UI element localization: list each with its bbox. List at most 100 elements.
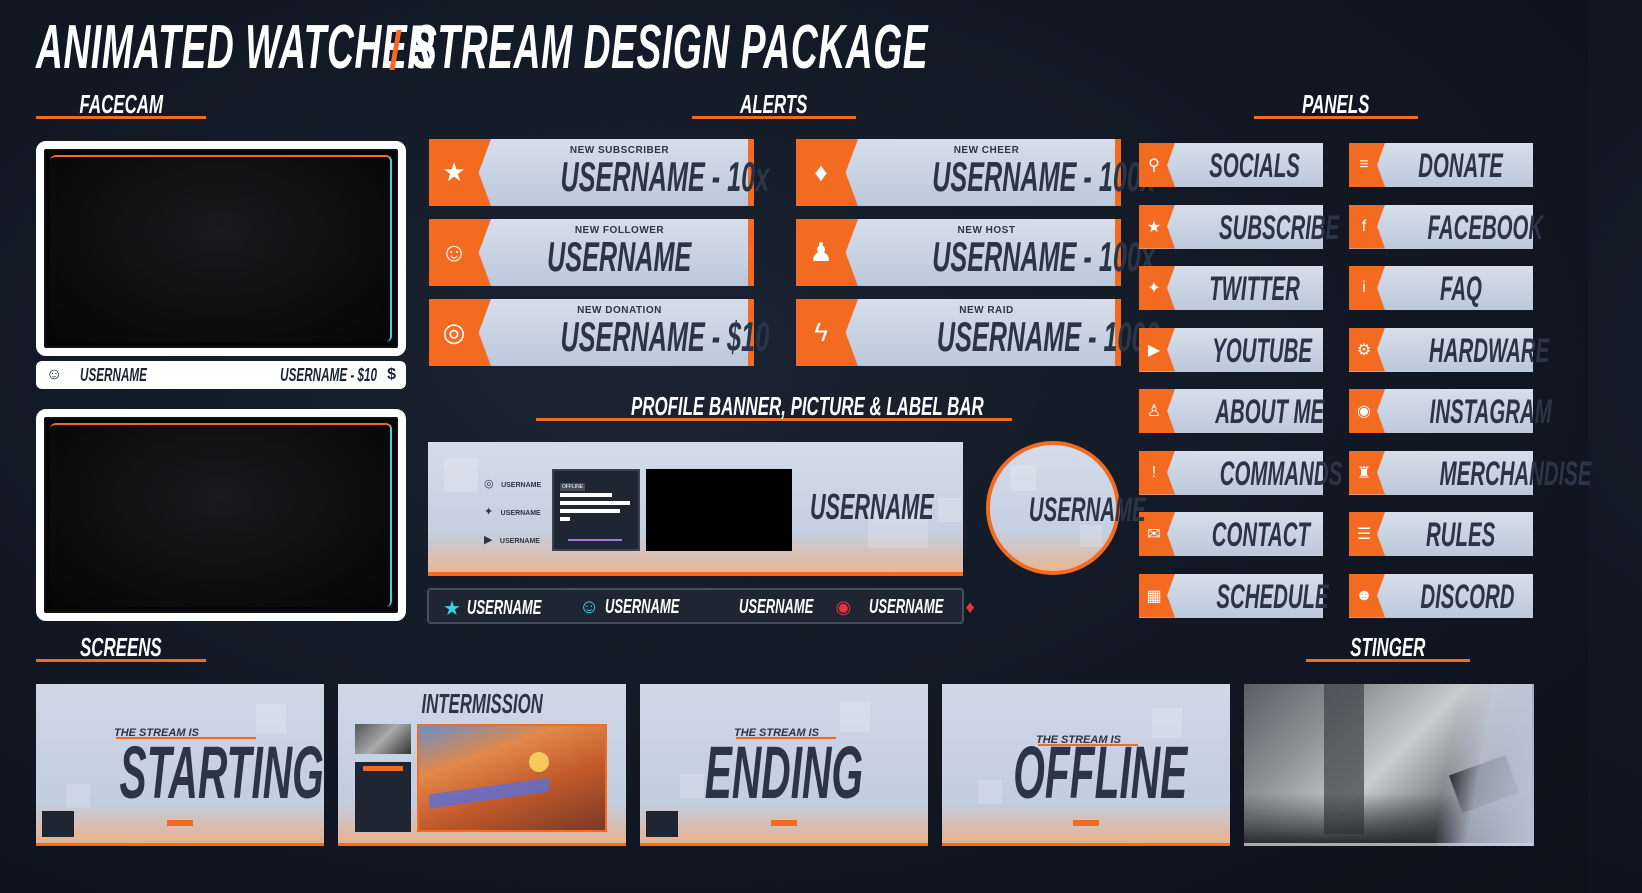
share-icon: ⚲ <box>1139 143 1175 187</box>
section-profile-underline <box>536 418 1012 421</box>
facecam-label-left: USERNAME <box>80 364 147 385</box>
alert-raid-type: NEW RAID <box>959 305 1014 316</box>
section-profile: PROFILE BANNER, PICTURE & LABEL BAR <box>536 392 1012 421</box>
panel-discord: ☻DISCORD <box>1349 573 1533 618</box>
panel-commands: !COMMANDS <box>1139 450 1342 495</box>
screen-starting-small: THE STREAM IS <box>114 727 199 739</box>
profile-banner: ◎ USERNAME ✦ USERNAME ▶ USERNAME OFFLINE… <box>428 442 963 576</box>
screen-offline-title: OFFLINE <box>1013 731 1188 814</box>
panel-youtube: ▶YOUTUBE <box>1139 327 1323 372</box>
alert-cheer: ♦ NEW CHEER USERNAME - 100x <box>796 139 1155 206</box>
facecam-frame-2 <box>36 409 406 621</box>
alert-subscriber: ★ NEW SUBSCRIBER USERNAME - 10x <box>429 139 769 206</box>
banner-username-wrap: USERNAME <box>810 486 1016 527</box>
banner-social-twitter-label: USERNAME <box>500 510 541 517</box>
lightning-icon: ϟ <box>796 299 858 366</box>
screen-ending-title: ENDING <box>704 731 864 814</box>
intermission-webcam <box>355 724 411 754</box>
alert-host: ♟ NEW HOST USERNAME - 100x <box>796 219 1155 286</box>
section-panels-label: PANELS <box>1302 89 1370 119</box>
user-add-icon: ☺ <box>429 219 491 286</box>
panel-donate: ≡DONATE <box>1349 143 1533 187</box>
calendar-icon: ▦ <box>1139 573 1175 618</box>
panel-faq: i FAQ <box>1349 266 1533 310</box>
alert-follower-type: NEW FOLLOWER <box>574 225 665 236</box>
section-stinger: STINGER <box>1306 633 1470 662</box>
twitter-icon: ✦ <box>484 506 494 518</box>
section-screens-label: SCREENS <box>80 632 162 662</box>
user-add-icon: ☺ <box>579 596 600 618</box>
user-add-icon: ☺ <box>46 366 63 383</box>
info-icon: i <box>1349 266 1385 310</box>
panel-schedule: ▦ SCHEDULE <box>1139 573 1329 618</box>
instagram-icon: ◉ <box>1349 389 1385 433</box>
alert-host-text: USERNAME - 100x <box>932 233 1155 280</box>
title-right: STREAM DESIGN PACKAGE <box>412 13 929 82</box>
facecam-screen-1 <box>50 155 392 342</box>
panel-label: TWITTER <box>1209 270 1300 308</box>
section-panels: PANELS <box>1254 90 1418 119</box>
panel-rules: ☰RULES <box>1349 512 1533 556</box>
section-stinger-underline <box>1306 659 1470 662</box>
alert-raid: ϟ NEW RAID USERNAME - 1000x <box>796 299 1174 366</box>
alert-raid-text: USERNAME - 1000x <box>936 313 1174 360</box>
bits-icon: ♦ <box>965 597 975 617</box>
facecam-frame-1 <box>36 141 406 356</box>
youtube-icon: ▶ <box>484 534 493 546</box>
profile-picture: USERNAME <box>986 441 1146 575</box>
banner-video-placeholder <box>646 469 792 551</box>
label-strip-text-4: USERNAME <box>869 596 944 618</box>
screen-intermission: INTERMISSION <box>338 684 626 846</box>
screen-offline: THE STREAM IS OFFLINE <box>942 684 1230 846</box>
discord-icon: ☻ <box>1349 573 1385 618</box>
panel-label: HARDWARE <box>1429 331 1550 370</box>
screen-ending-small: THE STREAM IS <box>734 727 819 739</box>
person-icon: ♙ <box>1139 389 1175 433</box>
panel-label: MERCHANDISE <box>1439 454 1592 493</box>
section-screens: SCREENS <box>36 633 206 662</box>
alert-donation-type: NEW DONATION <box>577 305 662 316</box>
alert-follower: ☺ NEW FOLLOWER USERNAME <box>429 219 754 286</box>
panel-label: INSTAGRAM <box>1429 393 1552 431</box>
section-alerts-label: ALERTS <box>740 89 808 119</box>
alert-cheer-text: USERNAME - 100x <box>932 153 1155 200</box>
dollar-icon: $ <box>387 366 396 383</box>
panel-hardware: ⚙HARDWARE <box>1349 327 1549 372</box>
section-alerts: ALERTS <box>692 90 856 119</box>
panel-merchandise: ♜ MERCHANDISE <box>1349 450 1592 495</box>
panel-label: ABOUT ME <box>1215 393 1325 431</box>
section-facecam-label: FACECAM <box>79 89 163 119</box>
banner-social-instagram-label: USERNAME <box>501 482 542 489</box>
panel-socials: ⚲SOCIALS <box>1139 143 1323 187</box>
label-strip-item-2: ☺ USERNAME <box>579 596 720 619</box>
twitter-icon: ✦ <box>1139 266 1175 310</box>
label-strip-text-1: USERNAME <box>466 597 542 619</box>
screen-intermission-title: INTERMISSION <box>421 688 543 719</box>
alert-subscriber-text: USERNAME - 10x <box>560 153 770 200</box>
facecam-label-right: USERNAME - $10 <box>280 364 378 385</box>
alert-donation-text: USERNAME - $10 <box>560 313 770 360</box>
section-facecam: FACECAM <box>36 90 206 119</box>
bits-diamond-icon: ♦ <box>796 139 858 206</box>
star-icon: ★ <box>1139 204 1175 249</box>
screen-ending: THE STREAM IS ENDING <box>640 684 928 846</box>
section-stinger-label: STINGER <box>1350 632 1426 662</box>
instagram-icon: ◎ <box>484 478 494 490</box>
section-panels-underline <box>1254 116 1418 119</box>
exclamation-icon: ! <box>1139 450 1175 495</box>
panel-label: SCHEDULE <box>1216 577 1329 616</box>
panel-label: FAQ <box>1440 270 1482 308</box>
label-strip-item-3: USERNAME ◉ <box>739 596 851 619</box>
panel-label: CONTACT <box>1211 516 1310 554</box>
alert-subscriber-type: NEW SUBSCRIBER <box>569 145 670 156</box>
shirt-icon: ♜ <box>1349 450 1385 495</box>
alert-donation: ◎ NEW DONATION USERNAME - $10 <box>429 299 769 366</box>
coin-icon: ◉ <box>835 597 852 617</box>
panel-about-me: ♙ ABOUT ME <box>1139 389 1325 433</box>
star-icon: ★ <box>443 598 461 620</box>
document-icon: ☰ <box>1349 512 1385 556</box>
section-alerts-underline <box>692 116 856 119</box>
section-screens-underline <box>36 659 206 662</box>
banner-social-twitter: ✦ USERNAME <box>484 502 541 520</box>
